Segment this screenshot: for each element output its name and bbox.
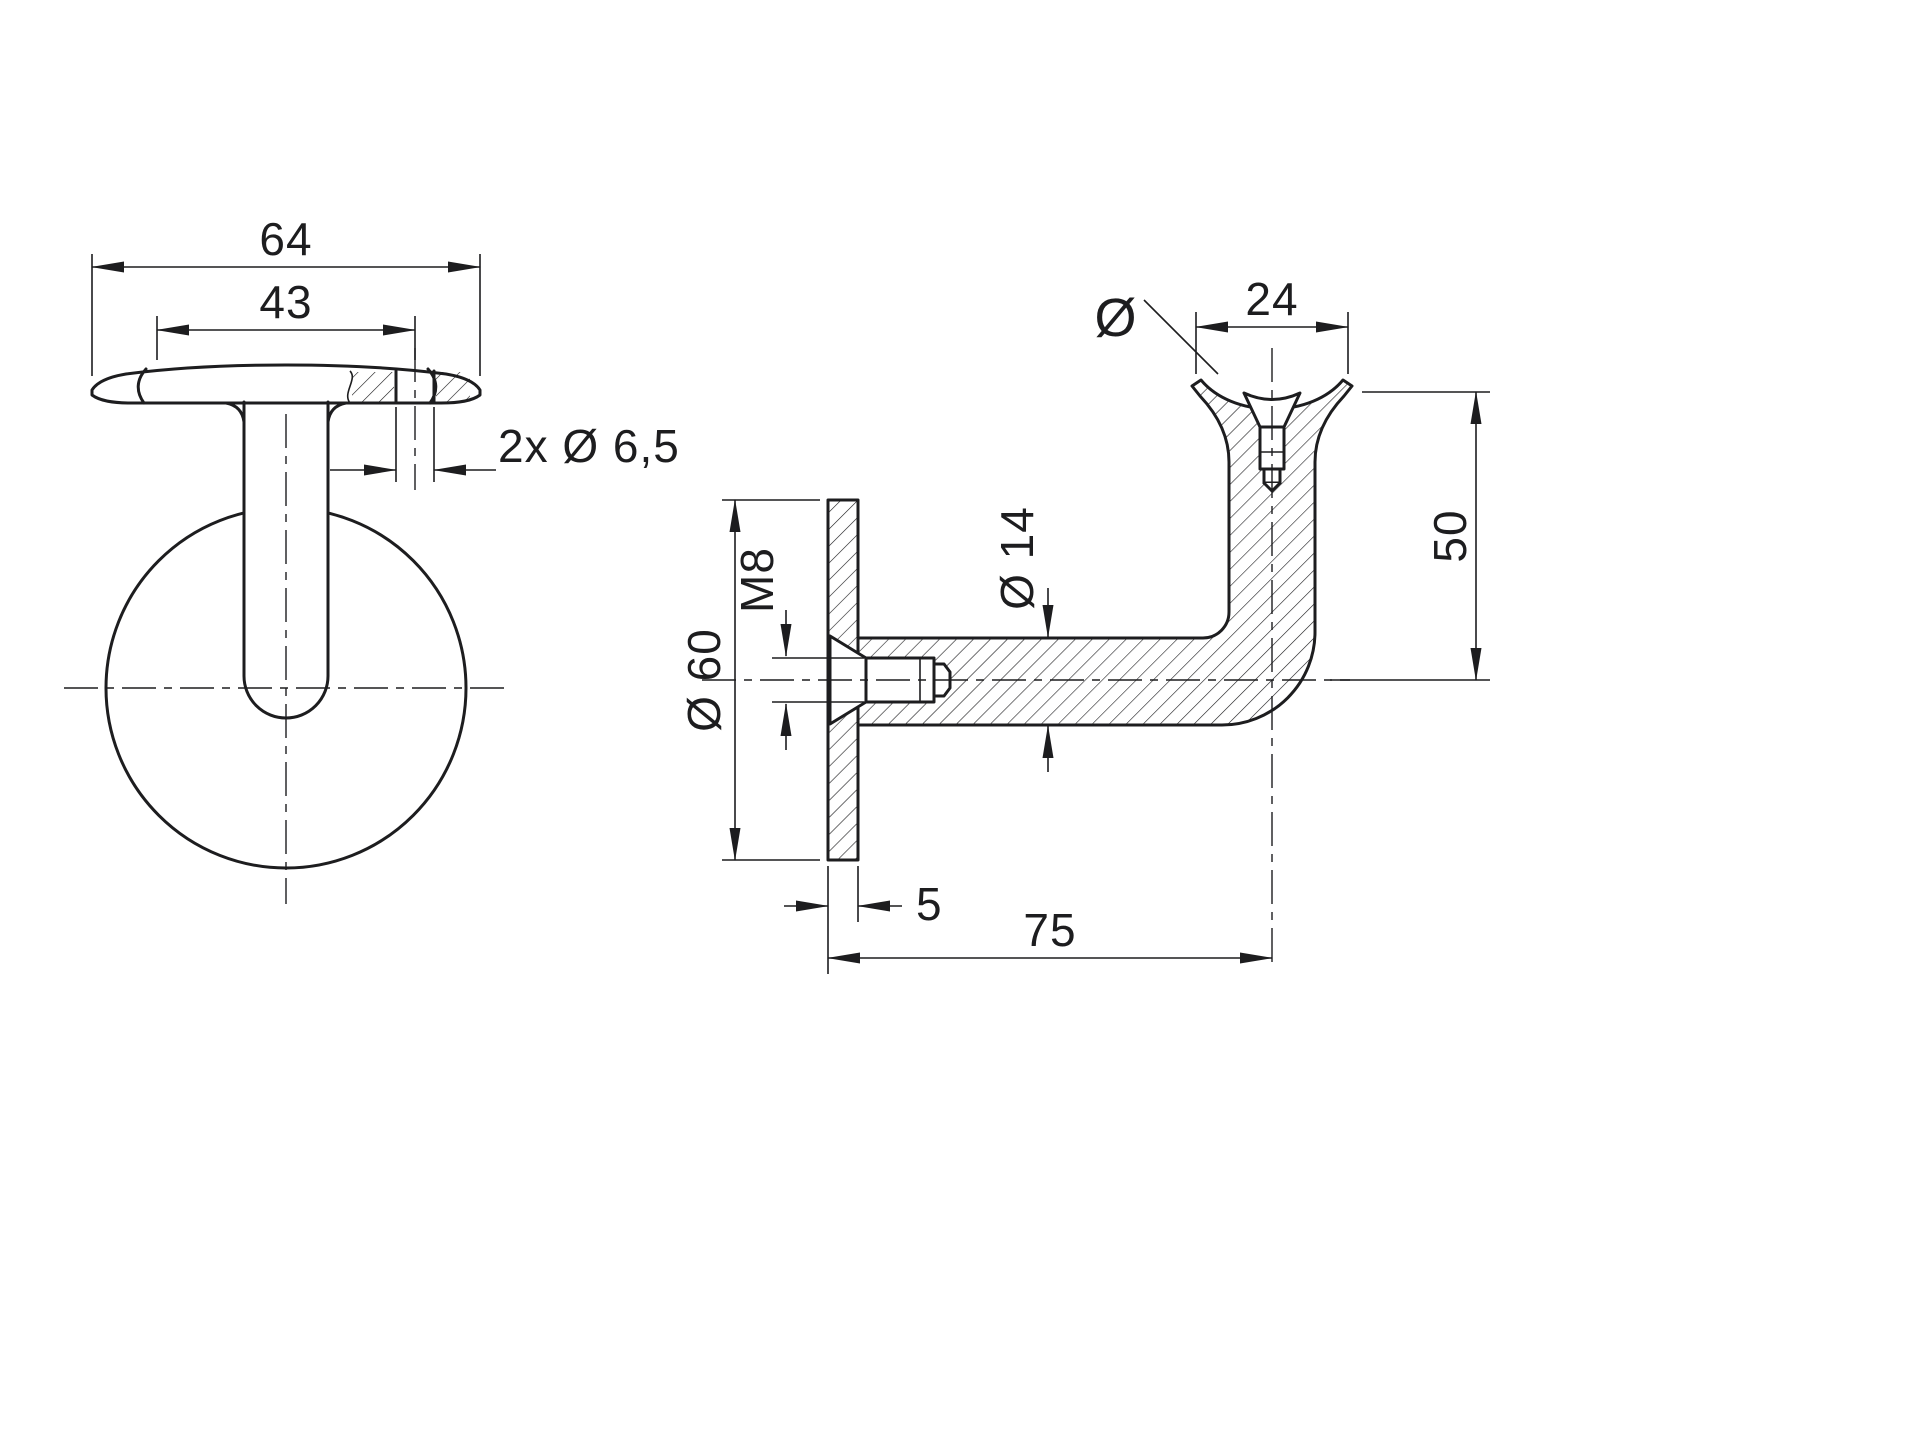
diameter-leader-line (1143, 299, 1219, 375)
bracket-arm-section (856, 378, 1354, 727)
side-view: 24 Ø 50 Ø 14 M8 Ø 60 5 75 (678, 273, 1490, 974)
saddle-plate (90, 363, 482, 405)
dim-label-hole-callout: 2x Ø 6,5 (498, 420, 680, 472)
diameter-symbol: Ø (1094, 288, 1137, 348)
dim-label-thread: M8 (731, 547, 783, 613)
dim-label-24: 24 (1245, 273, 1298, 325)
dim-label-50: 50 (1424, 509, 1476, 562)
dim-label-plate-thickness: 5 (916, 878, 943, 930)
front-view: 64 43 2x Ø 6,5 (64, 213, 680, 904)
stem-shoulder-left (224, 401, 246, 424)
dim-label-projection: 75 (1023, 904, 1076, 956)
dim-label-64: 64 (259, 213, 312, 265)
dim-label-43: 43 (259, 276, 312, 328)
section-hatch-right (436, 372, 470, 402)
dim-label-arm-diameter: Ø 14 (991, 506, 1043, 610)
saddle-curve-right (426, 367, 438, 405)
stem-shoulder-right (326, 401, 348, 424)
section-break-line (346, 370, 354, 404)
dim-label-plate-diameter: Ø 60 (678, 628, 730, 732)
section-hatch-left (352, 372, 394, 402)
saddle-curve-left (136, 367, 148, 405)
